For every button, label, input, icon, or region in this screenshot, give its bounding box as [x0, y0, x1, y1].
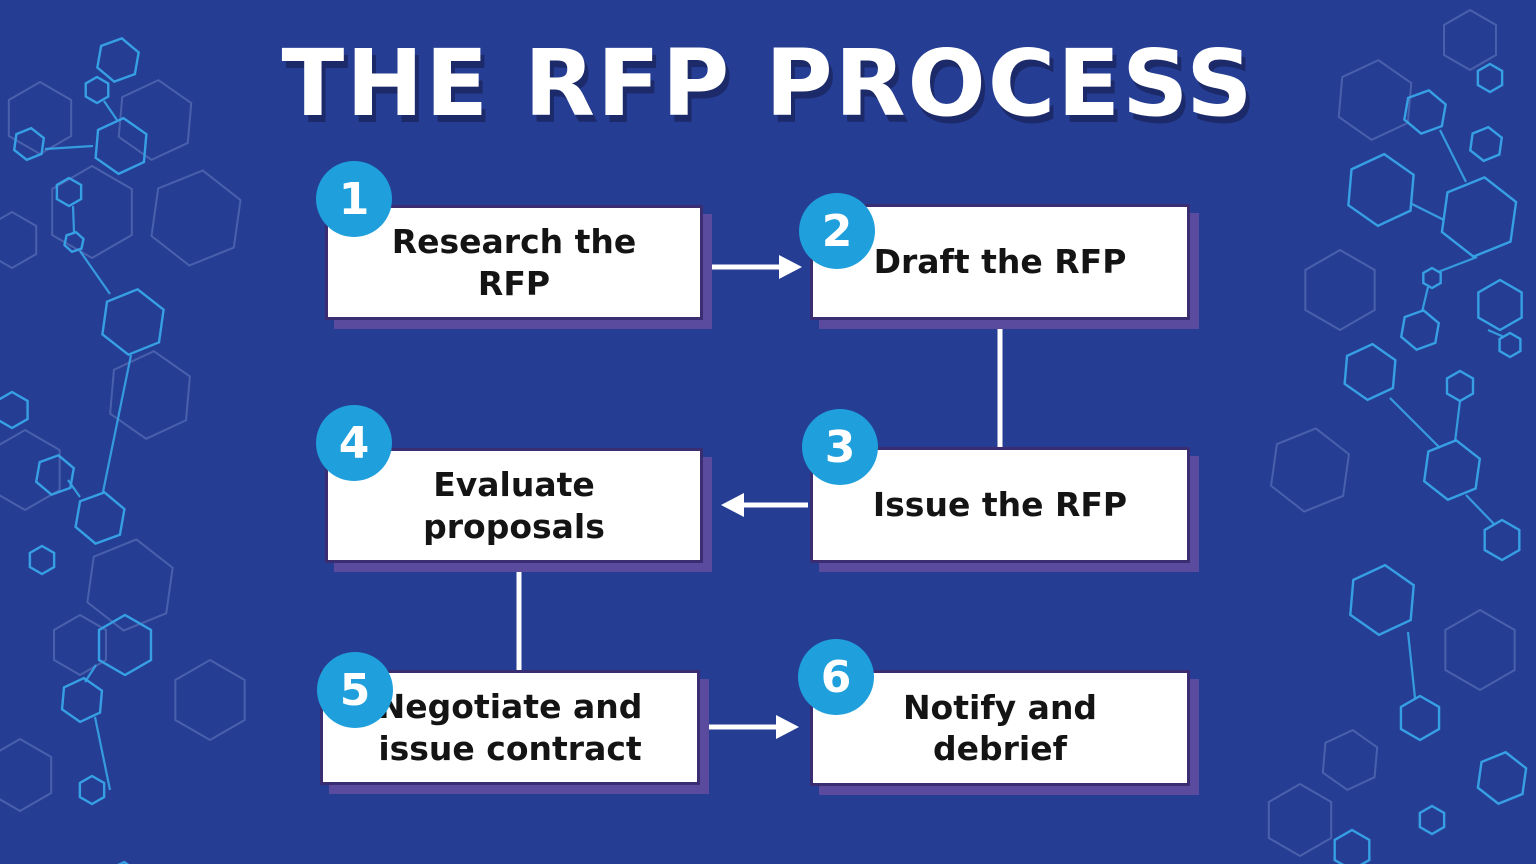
step-label: Draft the RFP — [873, 242, 1127, 282]
step-box-notify-and-debrief: 6 Notify and debrief — [798, 639, 1190, 786]
step-number-badge: 1 — [316, 161, 392, 237]
step-box-research-the-rfp: 1 Research the RFP — [316, 161, 703, 320]
step-box-issue-the-rfp: 3 Issue the RFP — [802, 409, 1190, 563]
hexagon-pattern-left — [0, 35, 245, 864]
step-number-badge: 2 — [799, 193, 875, 269]
connector-5-6-arrowhead — [776, 715, 799, 739]
step-number-badge: 3 — [802, 409, 878, 485]
connector-1-2-arrowhead — [779, 255, 802, 279]
step-label: Research the RFP — [391, 222, 637, 303]
step-number-badge: 6 — [798, 639, 874, 715]
step-box-negotiate-and-issue-contract: 5 Negotiate and issue contract — [317, 652, 700, 785]
step-number-badge: 4 — [316, 405, 392, 481]
connector-3-4-arrowhead — [721, 493, 744, 517]
step-label: Issue the RFP — [872, 485, 1128, 525]
step-box-evaluate-proposals: 4 Evaluate proposals — [316, 405, 703, 563]
step-number-badge: 5 — [317, 652, 393, 728]
page-title: THE RFP PROCESS — [281, 30, 1255, 137]
step-box-draft-the-rfp: 2 Draft the RFP — [799, 193, 1190, 320]
step-label: Evaluate proposals — [423, 465, 605, 546]
step-label: Notify and debrief — [902, 687, 1098, 768]
hexagon-pattern-right — [1268, 10, 1528, 864]
step-label: Negotiate and issue contract — [377, 687, 643, 768]
